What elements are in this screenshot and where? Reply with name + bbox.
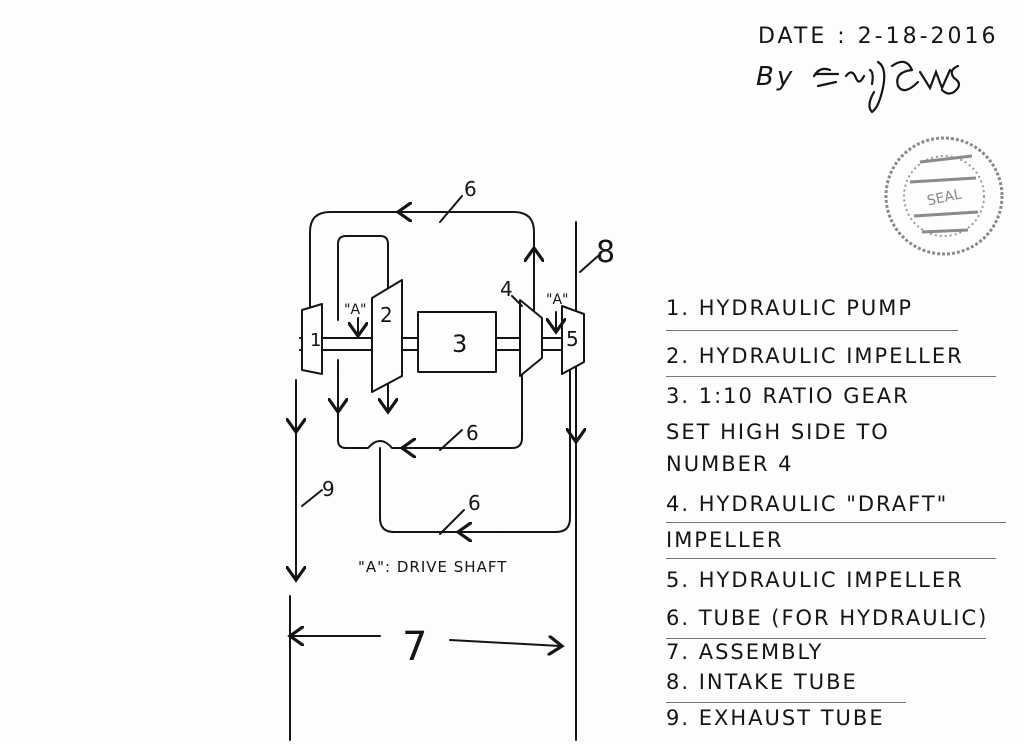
date-label: DATE (758, 24, 828, 49)
stamp-seal-text: SEAL (926, 186, 964, 209)
drive-shaft-note: "A": DRIVE SHAFT (358, 558, 507, 576)
legend-divider (666, 702, 906, 703)
leader-6-middle (439, 429, 463, 451)
component-2-impeller (371, 279, 403, 393)
hydraulic-system-diagram: 1 2 3 4 5 6 6 6 7 8 9 "A" "A" "A": DRIVE… (0, 177, 615, 741)
legend-divider (666, 330, 958, 331)
author-signature (812, 60, 961, 114)
legend-item: SET HIGH SIDE TO (666, 420, 890, 444)
label-tube-6-bottom: 6 (468, 491, 481, 515)
label-component-4: 4 (500, 277, 513, 301)
label-tube-6-middle: 6 (466, 421, 479, 445)
date-value: 2-18-2016 (857, 24, 999, 49)
tube-6-middle-lower (337, 359, 523, 449)
legend-item: 8. INTAKE TUBE (666, 670, 858, 694)
legend-divider (666, 522, 1006, 523)
label-assembly-7: 7 (402, 624, 427, 670)
legend-item: NUMBER 4 (666, 452, 794, 476)
component-4-draft-impeller (519, 299, 543, 377)
legend-divider (666, 638, 986, 639)
label-intake-8: 8 (596, 235, 615, 270)
author-prefix: By (756, 62, 796, 92)
date-separator: : (837, 24, 858, 49)
legend-item: 1. HYDRAULIC PUMP (666, 296, 914, 320)
leader-6-bottom (439, 509, 465, 535)
label-component-3: 3 (452, 330, 467, 358)
component-3-gear-box (417, 311, 497, 373)
leader-6-top (439, 195, 463, 223)
legend-divider (666, 558, 996, 559)
leader-8 (579, 255, 599, 273)
component-1-pump (301, 303, 323, 375)
legend-item: 2. HYDRAULIC IMPELLER (666, 344, 964, 368)
legend-item: 7. ASSEMBLY (666, 640, 824, 664)
legend-item: 3. 1:10 RATIO GEAR (666, 384, 910, 408)
label-component-2: 2 (380, 303, 393, 327)
legend-item: 5. HYDRAULIC IMPELLER (666, 568, 964, 592)
legend-item: 4. HYDRAULIC "DRAFT" (666, 492, 949, 516)
author-line: By (756, 60, 961, 114)
label-shaft-marker-left: "A" (344, 302, 366, 318)
label-shaft-marker-right: "A" (546, 292, 568, 308)
leader-9 (301, 489, 323, 507)
legend-item: 9. EXHAUST TUBE (666, 706, 885, 730)
label-component-5: 5 (566, 327, 579, 351)
dimension-7-right-arrow (449, 640, 560, 646)
label-exhaust-9: 9 (322, 477, 335, 501)
date-line: DATE : 2-18-2016 (758, 24, 999, 49)
leader-4 (511, 295, 523, 307)
component-5-impeller (561, 305, 585, 375)
legend-divider (666, 376, 996, 377)
label-tube-6-top: 6 (464, 177, 477, 201)
legend-item: IMPELLER (666, 528, 784, 552)
legend-item: 6. TUBE (FOR HYDRAULIC) (666, 606, 989, 630)
notary-stamp: SEAL (884, 136, 1004, 256)
tube-6-inner-loop (337, 235, 389, 321)
label-component-1: 1 (310, 330, 321, 351)
